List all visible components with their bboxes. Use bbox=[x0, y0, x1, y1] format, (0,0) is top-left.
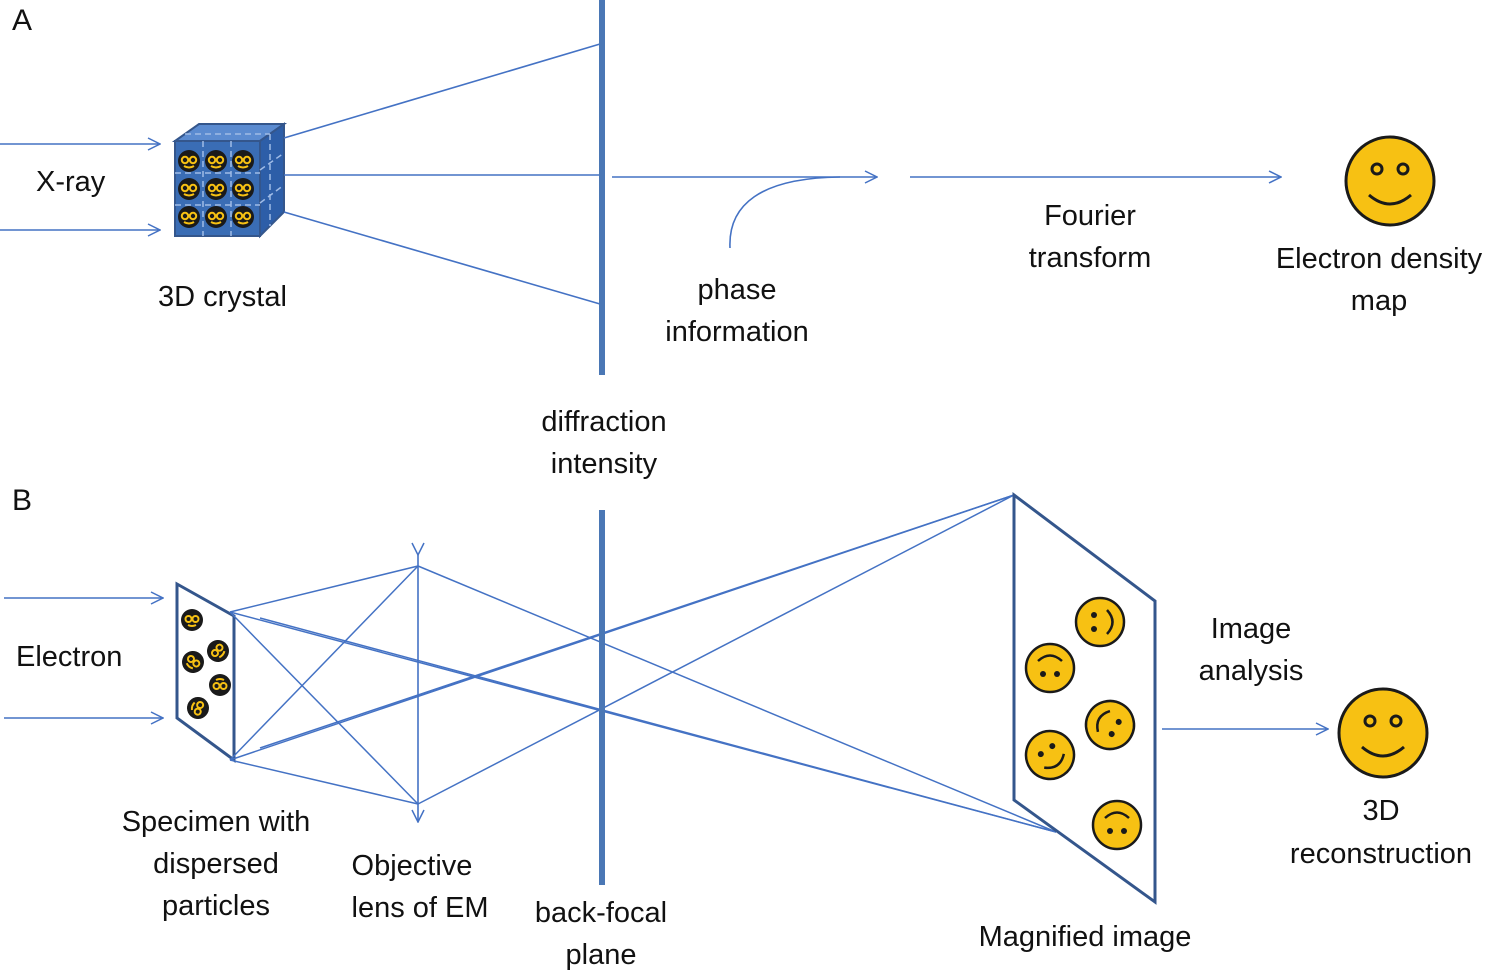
recon-label-line2: reconstruction bbox=[1290, 838, 1472, 870]
crystal-particle bbox=[232, 150, 254, 172]
panel-a-label: A bbox=[12, 4, 32, 37]
specimen-particle bbox=[209, 674, 231, 696]
magnified-label: Magnified image bbox=[979, 921, 1192, 953]
backfocal-label-line1: back-focal bbox=[535, 897, 667, 929]
crystal-particle bbox=[232, 178, 254, 200]
electron-label: Electron bbox=[16, 641, 122, 673]
backfocal-label-line2: plane bbox=[566, 939, 637, 971]
specimen-label-line2: dispersed bbox=[153, 848, 279, 880]
crystal-particle bbox=[178, 178, 200, 200]
diffracted-ray-lower bbox=[283, 211, 601, 305]
specimen-label-line3: particles bbox=[162, 890, 270, 922]
specimen-particle bbox=[187, 697, 209, 719]
density-map-smiley-icon bbox=[1344, 135, 1436, 227]
ray-paths bbox=[229, 494, 1057, 833]
reconstruction-smiley-icon bbox=[1337, 687, 1429, 779]
objective-label-line1: Objective bbox=[352, 850, 473, 882]
phase-label-line1: phase bbox=[697, 274, 776, 306]
crystal-particle bbox=[205, 178, 227, 200]
phase-label-line2: information bbox=[665, 316, 808, 348]
image-particle-smiley-icon bbox=[1084, 699, 1136, 751]
magnified-image-plane bbox=[1012, 491, 1157, 905]
density-label-line2: map bbox=[1351, 285, 1407, 317]
crystal-particle bbox=[205, 206, 227, 228]
diffraction-label-line1: diffraction bbox=[541, 406, 666, 438]
fourier-label-line1: Fourier bbox=[1044, 200, 1136, 232]
crystal-particle bbox=[178, 150, 200, 172]
panel-b-label: B bbox=[12, 484, 32, 517]
crystal-particle bbox=[178, 206, 200, 228]
recon-label-line1: 3D bbox=[1362, 795, 1399, 827]
phase-curve bbox=[729, 176, 841, 249]
analysis-label-line2: analysis bbox=[1199, 655, 1304, 687]
diffraction-label-line2: intensity bbox=[551, 448, 658, 480]
crystal-particle bbox=[232, 206, 254, 228]
diffracted-ray-upper bbox=[283, 43, 601, 139]
crystal-cube bbox=[171, 122, 288, 239]
density-label-line1: Electron density bbox=[1276, 243, 1483, 275]
specimen-label-line1: Specimen with bbox=[122, 806, 311, 838]
objective-label-line2: lens of EM bbox=[352, 892, 489, 924]
specimen-particle bbox=[181, 609, 203, 631]
crystal-particle bbox=[205, 150, 227, 172]
xray-label: X-ray bbox=[36, 166, 106, 198]
image-particle-smiley-icon bbox=[1074, 596, 1126, 648]
analysis-label-line1: Image bbox=[1211, 613, 1292, 645]
image-particle-smiley-icon bbox=[1091, 799, 1143, 851]
specimen-particle bbox=[182, 651, 204, 673]
crystal-label: 3D crystal bbox=[158, 281, 287, 313]
fourier-label-line2: transform bbox=[1029, 242, 1151, 274]
image-particle-smiley-icon bbox=[1024, 642, 1076, 694]
specimen-slab bbox=[175, 581, 236, 763]
specimen-particle bbox=[207, 640, 229, 662]
image-particle-smiley-icon bbox=[1024, 729, 1076, 781]
